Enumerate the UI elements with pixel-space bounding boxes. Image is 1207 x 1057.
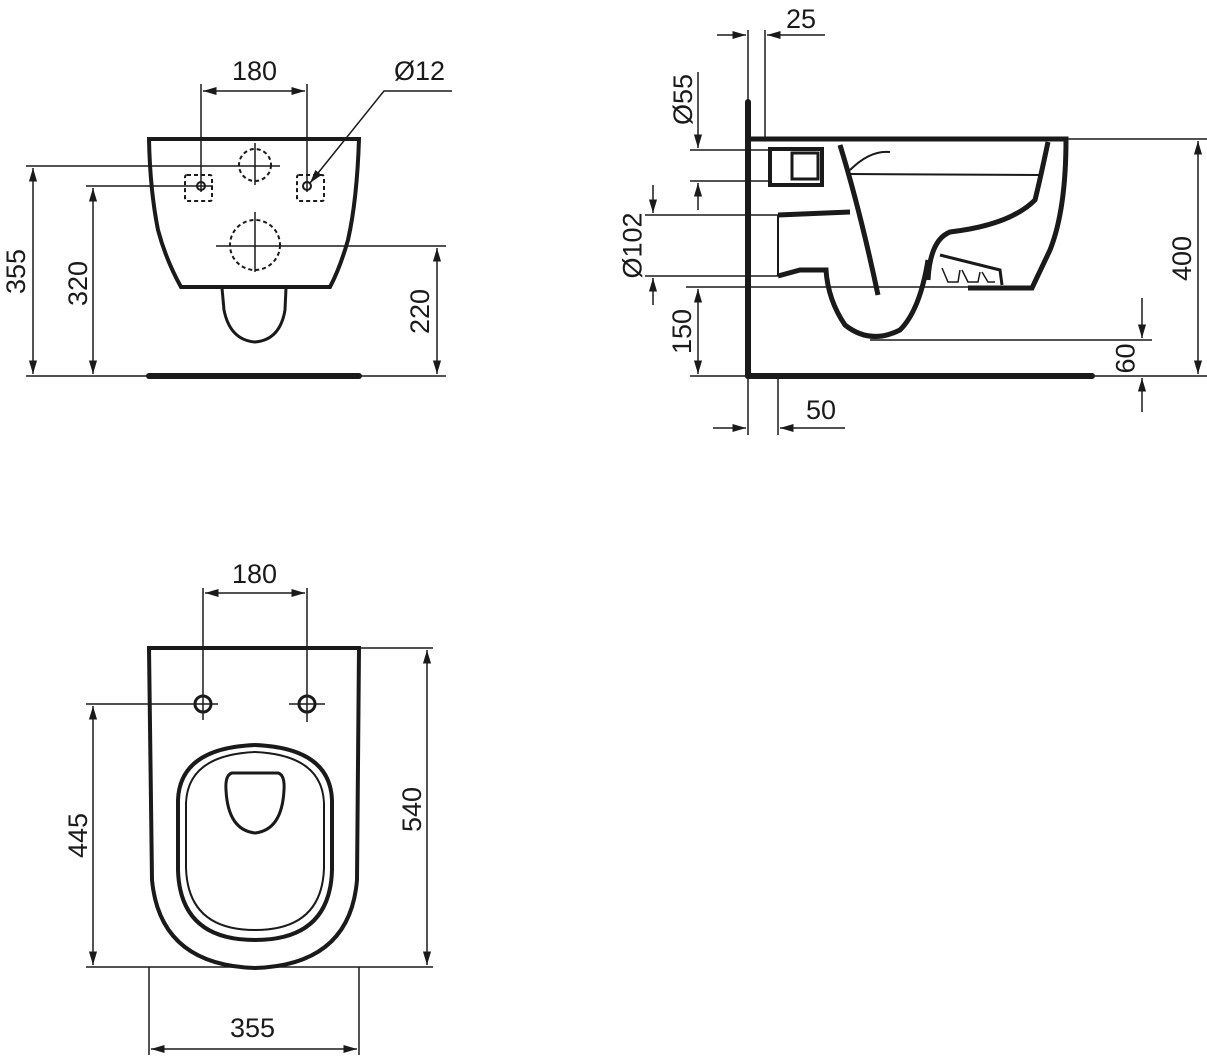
front-body-outline [146,137,362,289]
side-view [645,30,1207,435]
top-dim-445: 445 [63,812,94,859]
side-dim-60: 60 [1110,343,1141,374]
top-dim-540: 540 [397,786,428,833]
top-view [86,588,433,1055]
front-dim-height-355: 355 [1,248,32,295]
side-dim-400: 400 [1167,235,1198,282]
side-dim-outlet-dia: Ø102 [617,212,648,279]
front-dim-height-220: 220 [405,288,436,335]
side-dim-inlet-dia: Ø55 [668,73,699,126]
front-dim-height-320: 320 [63,260,94,307]
top-dim-355: 355 [230,1013,276,1043]
front-dim-fixing-hole-dia: Ø12 [394,56,446,86]
side-dim-25: 25 [786,4,817,34]
side-dim-50: 50 [806,395,837,425]
side-dim-150: 150 [667,308,698,355]
front-view [26,84,452,379]
top-dim-fixing-spacing: 180 [232,559,278,589]
front-dim-fixing-spacing: 180 [232,56,278,86]
